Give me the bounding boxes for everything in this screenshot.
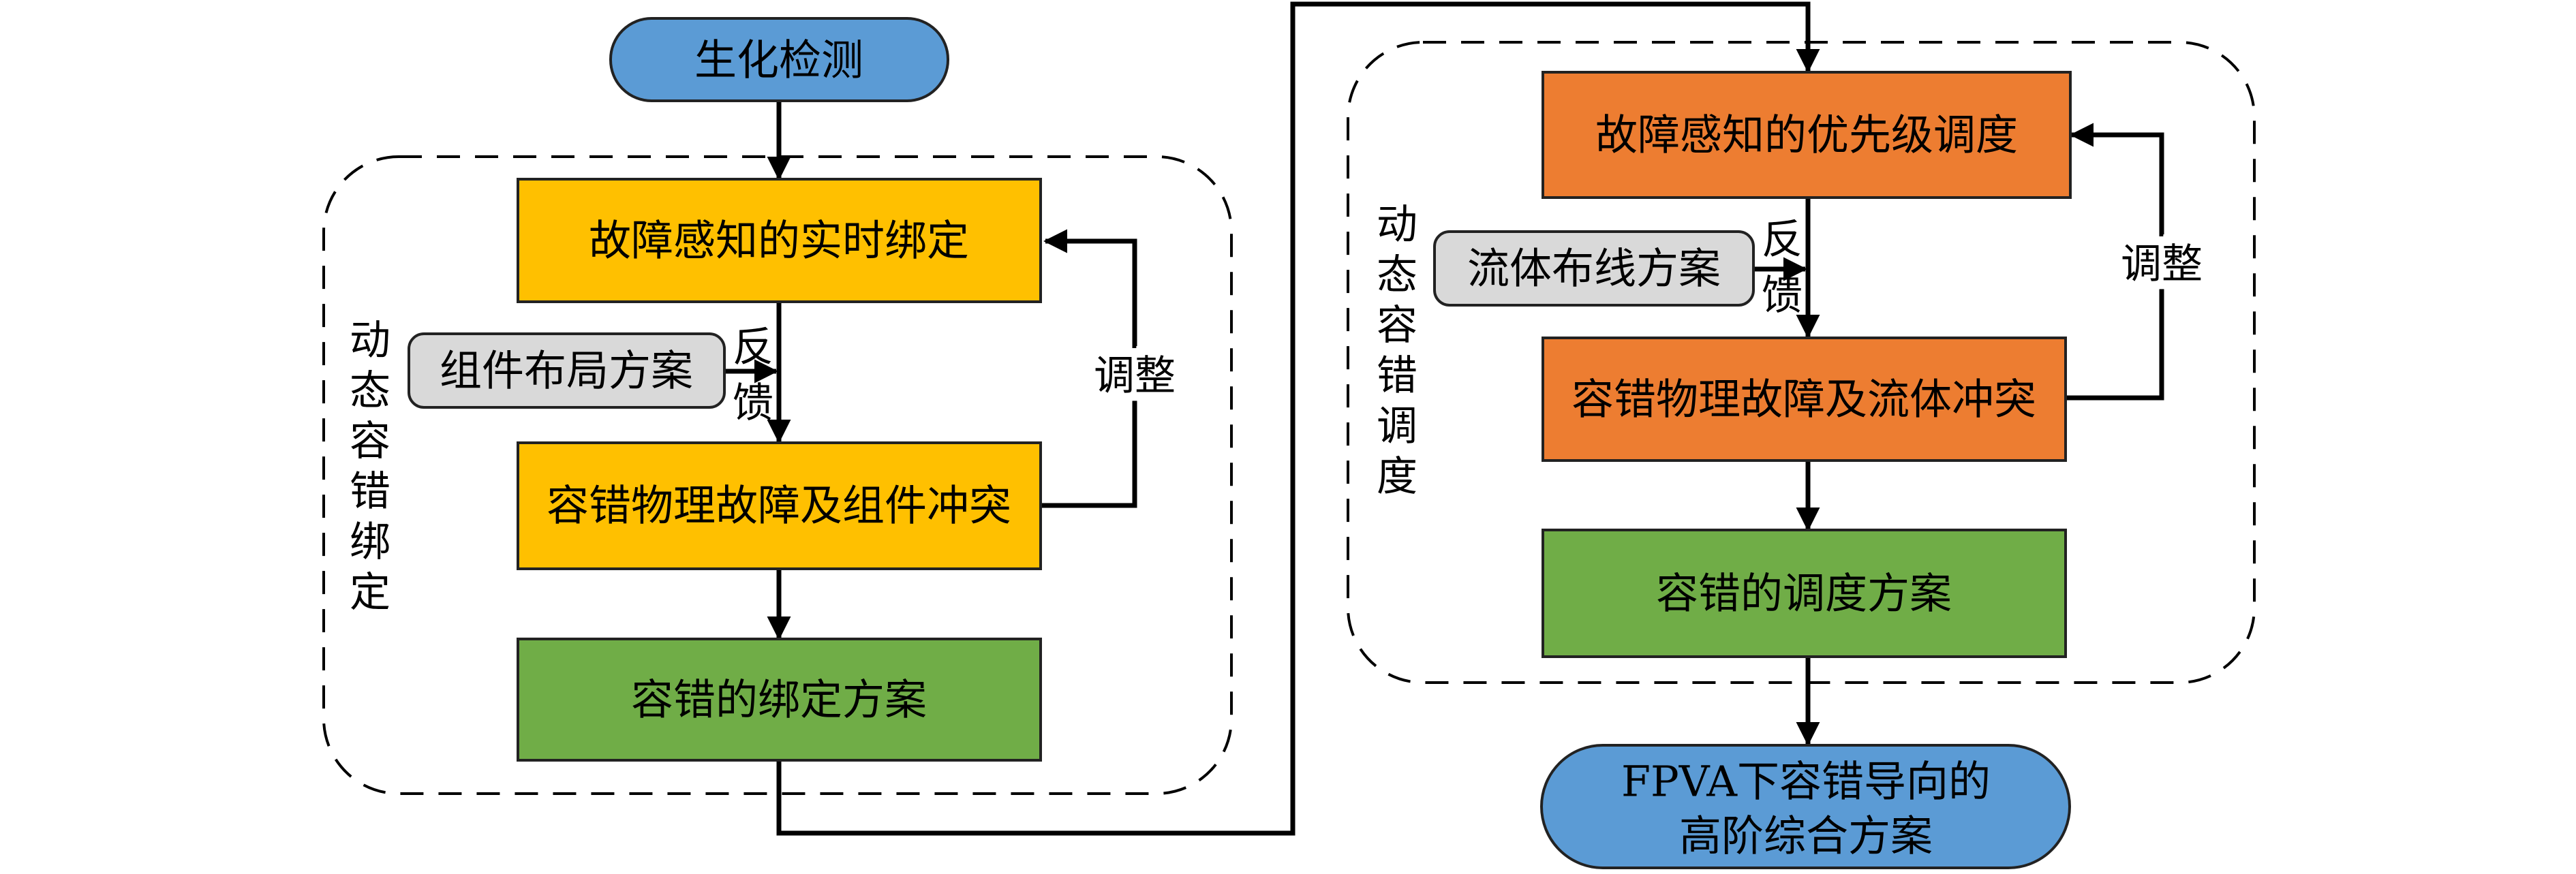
left-region-char: 态 [350,367,390,415]
right-feedback-char: 反 [1762,216,1803,264]
binding-result-box: 容错的绑定方案 [517,638,1042,762]
component-layout-shape [408,332,726,409]
left-region-char: 定 [350,569,390,617]
right-feedback-char: 馈 [1762,272,1803,319]
component-conflict-shape [517,441,1042,570]
left-region-char: 容 [350,418,390,465]
realtime-binding-label: 故障感知的实时绑定 [589,216,969,266]
priority-scheduling-box: 故障感知的优先级调度 [1542,71,2072,199]
left-feedback-label: 反 馈 [733,324,773,427]
fluid-routing-input: 流体布线方案 [1433,230,1755,307]
left-adjust-label: 调整 [1094,352,1176,400]
left-to-right-connector [776,1,1820,836]
priority-scheduling-label: 故障感知的优先级调度 [1595,110,2018,160]
end-terminal: FPVA下容错导向的 高阶综合方案 [1540,744,2071,869]
priority-scheduling-shape [1542,71,2072,199]
fluid-conflict-box: 容错物理故障及流体冲突 [1542,337,2067,462]
binding-result-label: 容错的绑定方案 [631,675,927,725]
left-region-char: 动 [350,317,390,364]
right-adjust-loop [2067,123,2164,401]
component-conflict-label: 容错物理故障及组件冲突 [547,481,1011,531]
end-terminal-line-1: FPVA下容错导向的 [1621,757,1991,807]
schedule-result-label: 容错的调度方案 [1656,569,1952,619]
realtime-binding-box: 故障感知的实时绑定 [517,178,1042,303]
right-dashed-region [1347,41,2256,684]
right-adjust-label: 调整 [2121,240,2203,288]
realtime-binding-shape [517,178,1042,303]
binding-result-shape [517,638,1042,762]
fluid-routing-label: 流体布线方案 [1467,244,1721,294]
end-terminal-shape [1540,744,2071,869]
left-region-char: 绑 [350,518,390,566]
left-dashed-region [322,155,1233,795]
connectors [725,1,2164,836]
right-region-label: 动 态 容 错 调 度 [1377,201,1417,501]
fluid-conflict-shape [1542,337,2067,462]
right-feedback-label: 反 馈 [1762,216,1803,319]
component-conflict-box: 容错物理故障及组件冲突 [517,441,1042,570]
right-region-char: 调 [1377,403,1417,450]
start-terminal: 生化检测 [609,17,949,102]
right-region-char: 态 [1377,251,1417,299]
left-feedback-char: 馈 [733,379,773,427]
schedule-result-box: 容错的调度方案 [1542,529,2067,658]
start-terminal-shape [609,17,949,102]
left-region-label: 动 态 容 错 绑 定 [350,317,390,617]
end-terminal-line-2: 高阶综合方案 [1679,811,1933,861]
component-layout-input: 组件布局方案 [408,332,726,409]
fluid-routing-shape [1433,230,1755,307]
fluid-conflict-label: 容错物理故障及流体冲突 [1571,375,2036,424]
right-region-char: 度 [1377,453,1417,501]
start-terminal-label: 生化检测 [694,35,863,85]
schedule-result-shape [1542,529,2067,658]
left-region-char: 错 [350,468,390,516]
right-region-char: 错 [1377,352,1417,400]
right-region-char: 容 [1377,302,1417,349]
left-feedback-char: 反 [733,324,773,371]
component-layout-label: 组件布局方案 [440,346,693,396]
left-adjust-loop [1041,229,1137,508]
right-region-char: 动 [1377,201,1417,249]
